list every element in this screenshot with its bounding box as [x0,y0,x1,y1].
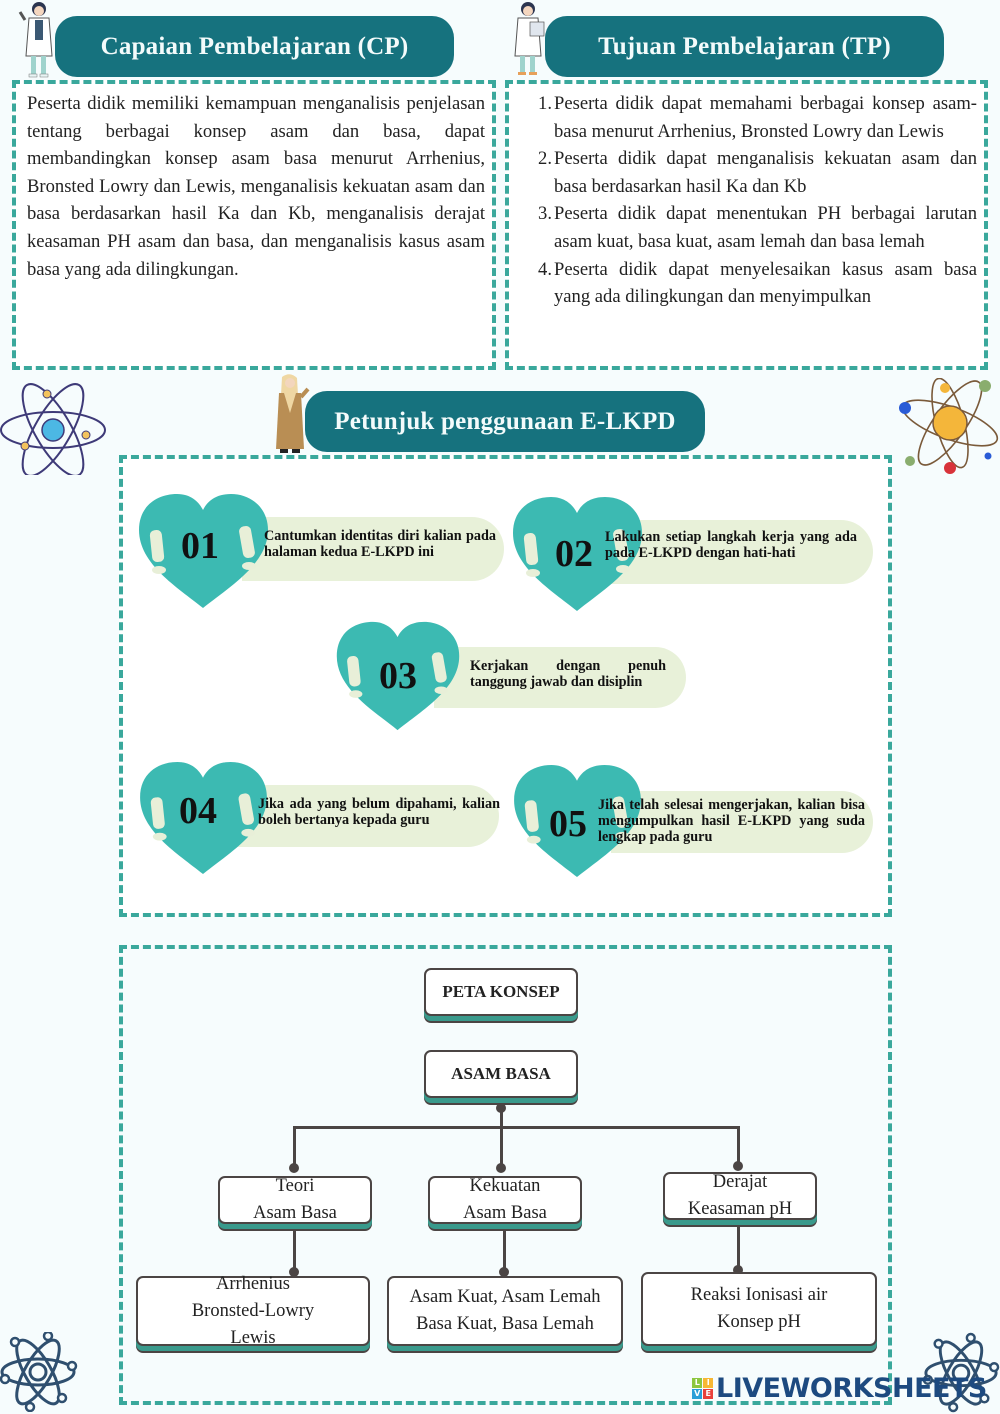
peta-konsep-box [119,945,892,1405]
cp-body-text: Peserta didik memiliki kemampuan mengana… [27,93,485,280]
heart-icon [336,621,460,731]
atom-icon-bottom-left [0,1332,78,1412]
petunjuk-title: Petunjuk penggunaan E-LKPD [305,391,705,452]
connector-line [503,1230,506,1274]
branch-node-teori: Teori Asam Basa [218,1176,372,1224]
detail-node-kekuatan: Asam Kuat, Asam Lemah Basa Kuat, Basa Le… [387,1276,623,1346]
step-number: 02 [555,533,593,575]
connector-dot [733,1161,743,1171]
heart-icon [140,761,267,875]
tp-item: 3.Peserta didik dapat menentukan PH berb… [538,203,977,252]
atom-icon-left [0,383,106,475]
step-number: 05 [549,803,587,845]
heart-icon [139,494,268,608]
cp-title: Capaian Pembelajaran (CP) [55,16,454,77]
watermark-text: LIVEWORKSHEETS [716,1373,987,1404]
cp-box [12,80,496,370]
connector-line [293,1126,739,1129]
atom-icon-right [899,378,999,474]
scientist-illustration-left [18,2,53,78]
connector-line [293,1230,296,1274]
step-text: Cantumkan identitas diri kalian pada hal… [264,528,496,560]
tp-box [505,80,988,370]
branch-node-kekuatan: Kekuatan Asam Basa [428,1176,582,1224]
connector-line [737,1126,740,1164]
step-number: 01 [181,525,219,567]
tp-item: 2.Peserta didik dapat menganalisis kekua… [538,148,977,197]
root-node-asam-basa: ASAM BASA [424,1050,578,1098]
detail-node-derajat: Reaksi Ionisasi air Konsep pH [641,1272,877,1346]
tp-item: 1.Peserta didik dapat memahami berbagai … [538,93,977,142]
peta-konsep-title: PETA KONSEP [424,968,578,1016]
tp-item: 4.Peserta didik dapat menyelesaikan kasu… [538,258,977,308]
atom-icon-bottom-right [922,1332,1000,1413]
step-text: Jika ada yang belum dipahami, kalian bol… [258,796,500,828]
teacher-illustration [276,374,310,453]
step-text: Lakukan setiap langkah kerja yang ada pa… [605,529,857,561]
scientist-illustration-right [514,2,545,75]
step-number: 03 [379,655,417,697]
connector-line [737,1226,740,1272]
connector-dot [733,1265,743,1275]
connector-dot [499,1267,509,1277]
heart-icon [513,497,642,611]
tp-list: 1.Peserta didik dapat memahami berbagai … [530,90,977,311]
tp-title: Tujuan Pembelajaran (TP) [545,16,944,77]
heart-icon [514,764,641,878]
liveworksheets-logo-icon: L I V E [692,1378,713,1399]
connector-dot [289,1267,299,1277]
liveworksheets-watermark: L I V E LIVEWORKSHEETS [692,1373,987,1404]
connector-line [500,1104,503,1168]
connector-dot [289,1163,299,1173]
step-text: Kerjakan dengan penuh tanggung jawab dan… [470,658,666,690]
step-number: 04 [179,790,217,832]
step-text: Jika telah selesai mengerjakan, kalian b… [598,797,865,845]
connector-line [293,1126,296,1168]
connector-dot [496,1163,506,1173]
branch-node-derajat: Derajat Keasaman pH [663,1172,817,1220]
detail-node-teori: Arrhenius Bronsted-Lowry Lewis [136,1274,370,1348]
